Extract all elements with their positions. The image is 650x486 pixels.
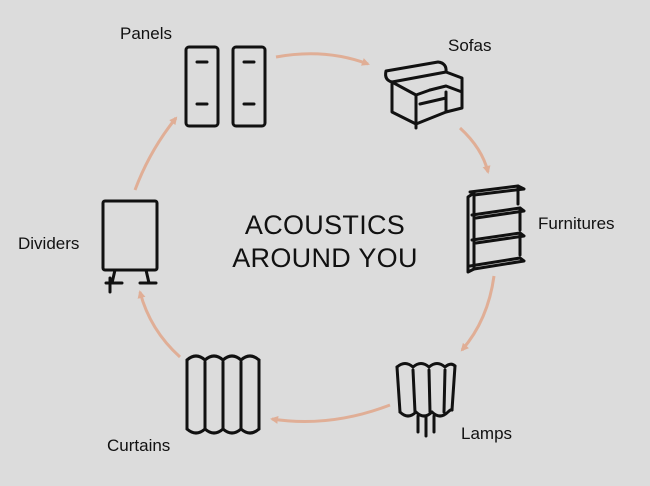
node-label-curtains: Curtains	[107, 436, 171, 455]
title-line-2: AROUND YOU	[232, 243, 418, 273]
node-label-panels: Panels	[120, 24, 172, 43]
node-label-sofas: Sofas	[448, 36, 492, 55]
node-label-dividers: Dividers	[18, 234, 80, 253]
shelf-icon	[466, 184, 526, 274]
curtain-icon	[185, 354, 261, 435]
arrow-curtains-to-dividers	[137, 290, 182, 359]
node-label-furnitures: Furnitures	[538, 214, 615, 233]
panels-icon	[184, 45, 267, 128]
arrow-lamps-to-curtains	[270, 403, 391, 424]
arrow-sofas-to-furnitures	[458, 126, 491, 174]
arrow-furnitures-to-lamps	[460, 275, 496, 352]
lamp-icon	[395, 362, 457, 438]
arrow-panels-to-sofas	[275, 52, 370, 66]
node-label-lamps: Lamps	[461, 424, 513, 443]
divider-icon	[101, 199, 159, 294]
sofa-icon	[384, 60, 464, 130]
arrow-dividers-to-panels	[133, 116, 178, 191]
title-line-1: ACOUSTICS	[244, 210, 406, 240]
